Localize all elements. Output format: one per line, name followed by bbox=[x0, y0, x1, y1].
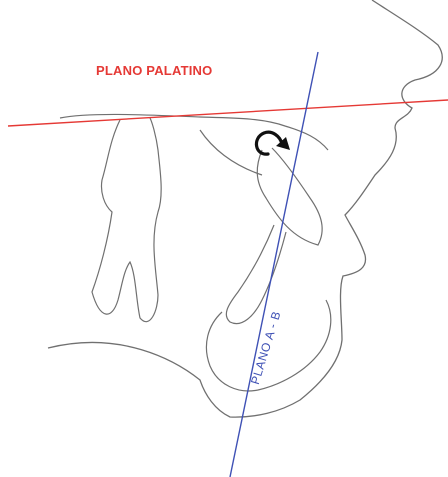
palatal-plane-label: PLANO PALATINO bbox=[96, 63, 212, 78]
cheek-contour bbox=[200, 130, 262, 175]
upper-molar bbox=[92, 118, 161, 322]
ab-plane-line bbox=[230, 52, 318, 477]
lower-incisor bbox=[226, 225, 286, 324]
palatal-plane-line bbox=[8, 100, 448, 126]
upper-incisor bbox=[257, 148, 322, 245]
